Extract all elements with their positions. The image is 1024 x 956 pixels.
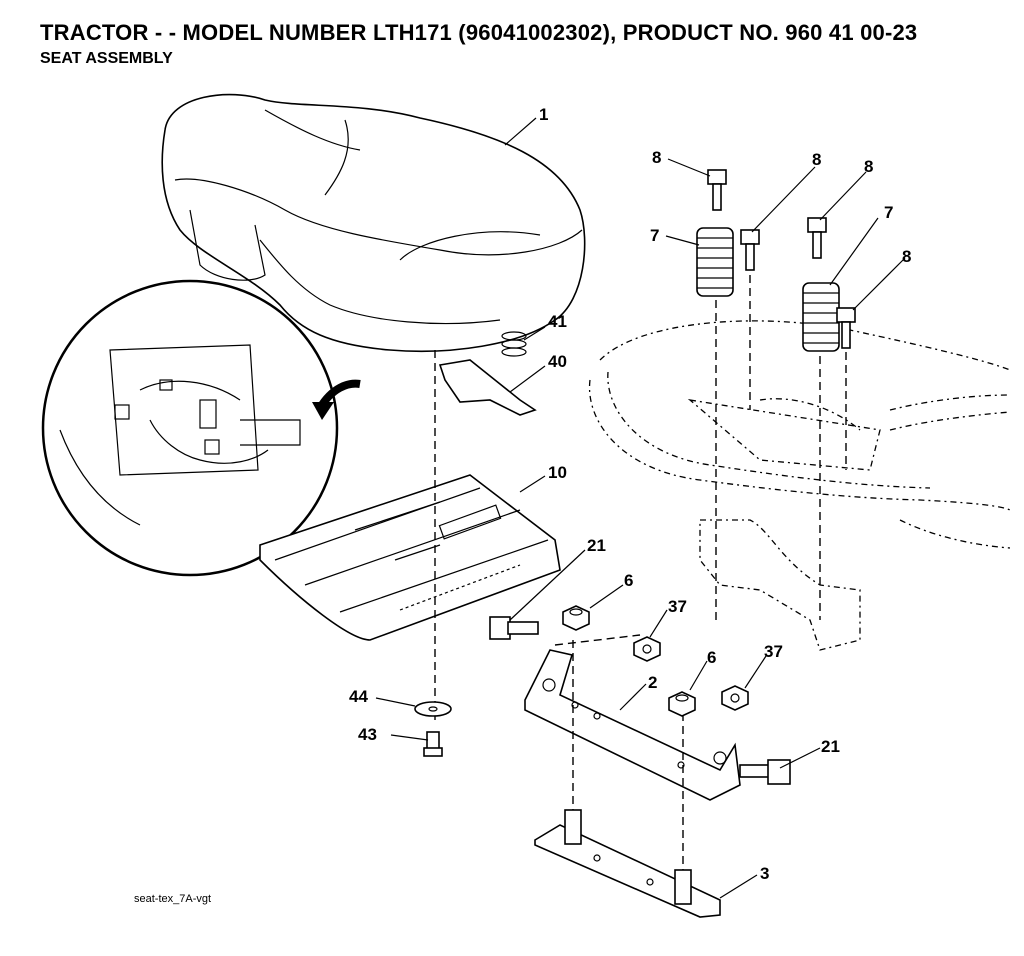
callout-labels: 1 8 8 8 8 7 7 41 40 10 21 6 37 2 6 37 21…: [349, 105, 911, 883]
nut-37-a: [633, 636, 661, 662]
screw-43: [423, 731, 443, 757]
callout-seat: 1: [539, 105, 548, 124]
bracket-2: [524, 649, 741, 801]
callout-nut-37-b: 37: [764, 642, 783, 661]
callout-pan-10: 10: [548, 463, 567, 482]
seat: [161, 93, 586, 353]
callout-screw-43: 43: [358, 725, 377, 744]
callout-clip-40: 40: [548, 352, 567, 371]
seat-spring-right: [802, 282, 840, 352]
clip-40: [438, 359, 537, 416]
callout-bolt-21-right: 21: [821, 737, 840, 756]
callout-plate-3: 3: [760, 864, 769, 883]
alignment-line: [554, 634, 641, 646]
callout-spring-41: 41: [548, 312, 567, 331]
seat-pan: [259, 474, 561, 641]
callout-bolt-8-b: 8: [812, 150, 821, 169]
callout-spring-right: 7: [884, 203, 893, 222]
bolt-21-right: [739, 759, 791, 785]
bolt-8-d: [836, 307, 856, 349]
callout-spring-left: 7: [650, 226, 659, 245]
callout-nut-37-a: 37: [668, 597, 687, 616]
bolt-8-c: [807, 217, 827, 259]
callout-bolt-8-c: 8: [864, 157, 873, 176]
page-title: TRACTOR - - MODEL NUMBER LTH171 (9604100…: [40, 20, 918, 45]
bolt-8-b: [740, 229, 760, 271]
callout-washer-44: 44: [349, 687, 368, 706]
page-subtitle: SEAT ASSEMBLY: [40, 50, 173, 67]
callout-bolt-8-a: 8: [652, 148, 661, 167]
callout-bracket-2: 2: [648, 673, 657, 692]
callout-nut-6-a: 6: [624, 571, 633, 590]
tractor-frame-outline: [588, 320, 1011, 651]
callout-bolt-8-d: 8: [902, 247, 911, 266]
callout-bolt-21-left: 21: [587, 536, 606, 555]
nut-6-b: [668, 691, 696, 717]
seat-spring-left: [696, 227, 734, 297]
nut-37-b: [721, 685, 749, 711]
bolt-8-a: [707, 169, 727, 211]
leader-lines: [375, 117, 906, 899]
washer-44: [414, 701, 452, 717]
plate-3: [534, 809, 721, 918]
bolt-21-left: [489, 616, 539, 640]
nut-6-a: [562, 605, 590, 631]
spring-41: [501, 331, 527, 357]
detail-magnifier: [41, 279, 361, 577]
drawing-reference: seat-tex_7A-vgt: [134, 893, 212, 905]
callout-nut-6-b: 6: [707, 648, 716, 667]
